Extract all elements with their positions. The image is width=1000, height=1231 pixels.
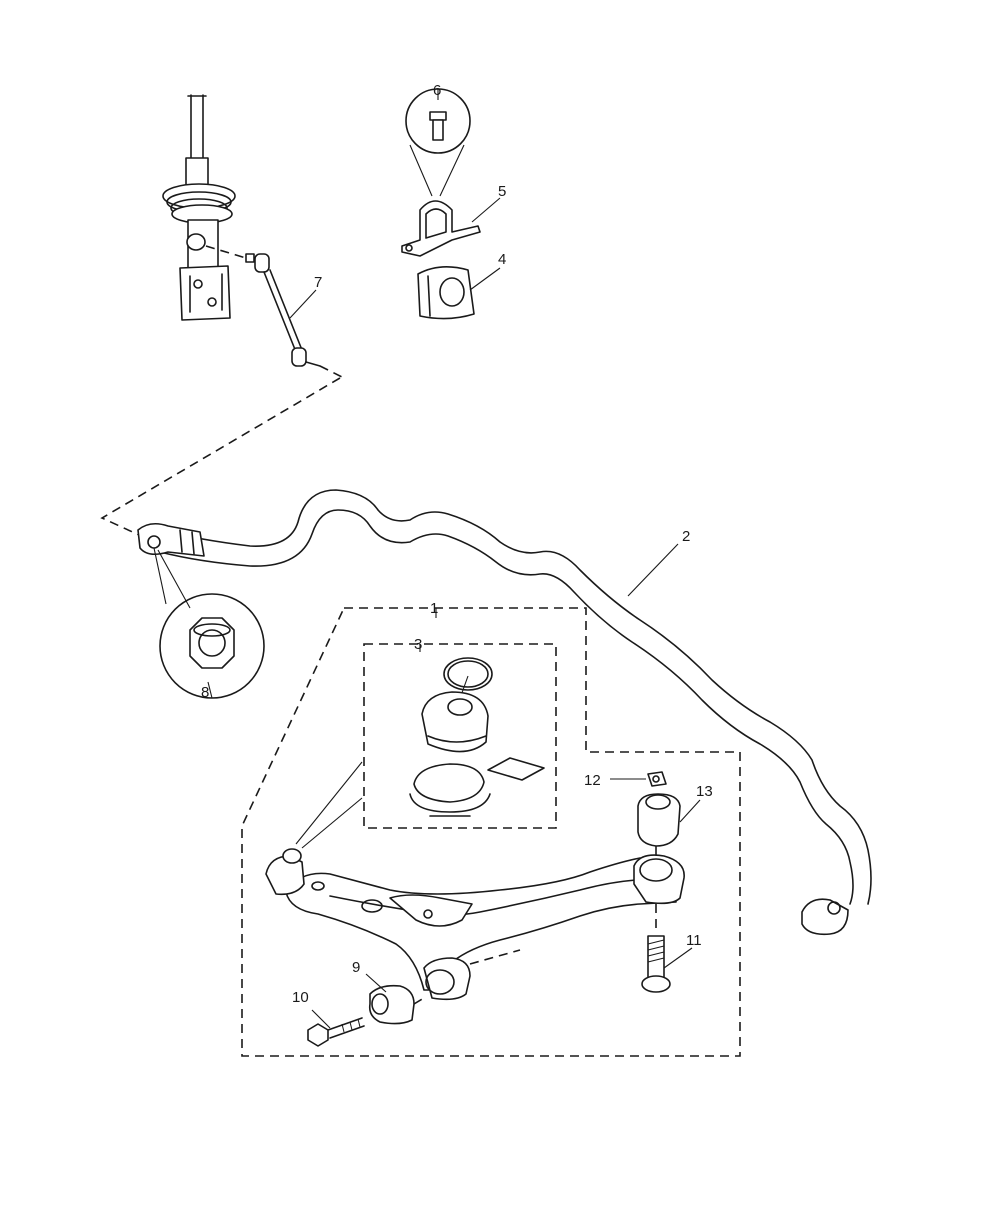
callout-4: 4 — [498, 251, 506, 268]
bushing-13 — [637, 771, 681, 856]
bushing-9 — [368, 984, 425, 1025]
callout-11: 11 — [686, 932, 702, 949]
bolt-11 — [641, 935, 671, 993]
callout-9: 9 — [352, 959, 360, 976]
callout-6: 6 — [433, 82, 441, 99]
callout-8: 8 — [201, 684, 209, 701]
anti-roll-bar — [137, 489, 872, 936]
callout-10: 10 — [292, 989, 309, 1006]
link-to-bar-dashed-line — [100, 377, 341, 541]
bushing-clamp-group — [401, 88, 481, 320]
lower-control-arm — [265, 848, 685, 1001]
callout-labels: 1 2 3 4 5 6 7 8 9 10 11 12 13 — [201, 82, 713, 1006]
callout-1: 1 — [430, 600, 438, 617]
callout-7: 7 — [314, 274, 322, 291]
callout-5: 5 — [498, 183, 506, 200]
callout-13: 13 — [696, 783, 713, 800]
ball-joint-kit — [295, 643, 557, 849]
callout-3: 3 — [414, 636, 422, 653]
bolt-10 — [307, 1017, 365, 1047]
nut-detail — [153, 547, 265, 699]
kit-1-dashed-outline — [241, 607, 741, 1057]
callout-12: 12 — [584, 772, 601, 789]
strut-assembly — [162, 94, 236, 321]
stabiliser-link — [205, 245, 345, 379]
leader-lines — [207, 89, 701, 1029]
callout-2: 2 — [682, 528, 690, 545]
